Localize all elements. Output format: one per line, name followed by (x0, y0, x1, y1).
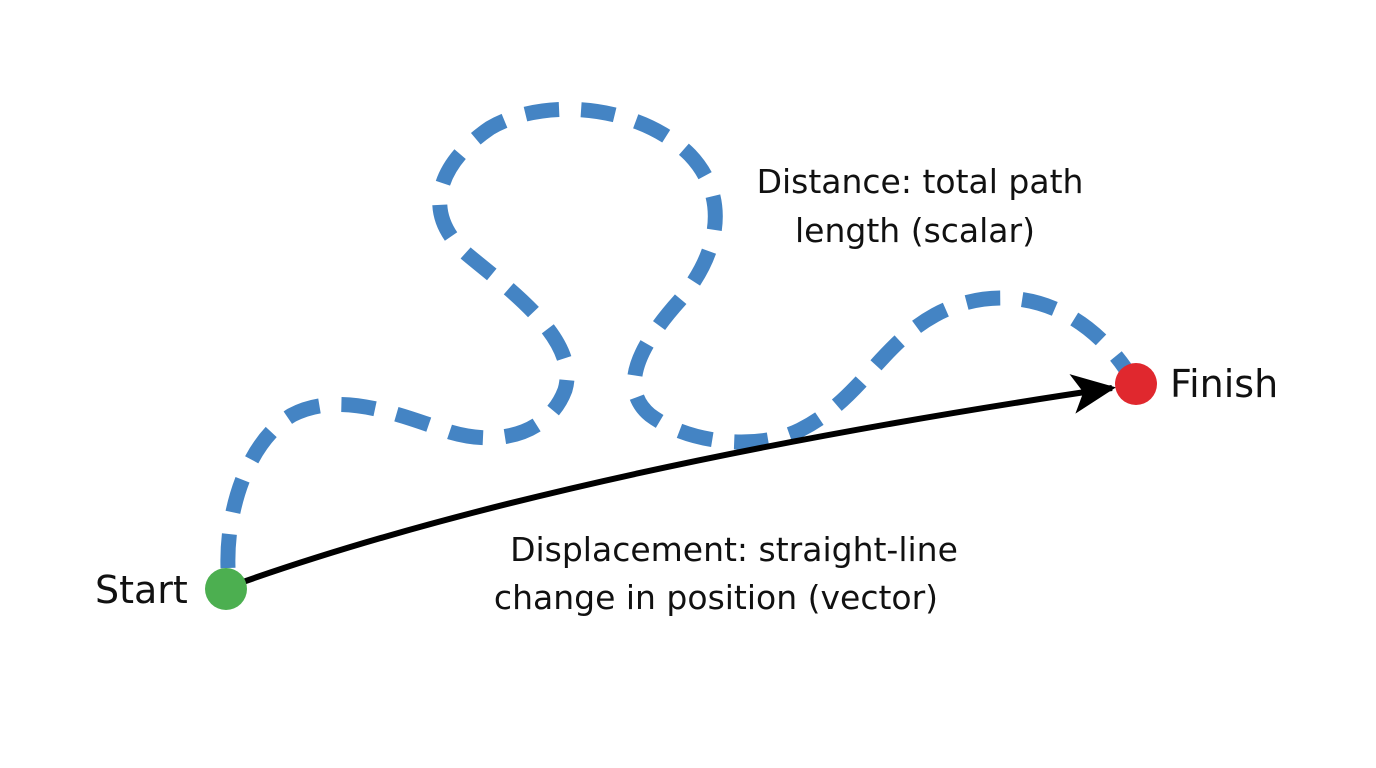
distance-path (220, 101, 1132, 569)
displacement-arrow (239, 374, 1116, 586)
displacement-caption-line-2: change in position (vector) (494, 578, 938, 617)
start-label: Start (95, 568, 188, 612)
start-point (205, 568, 247, 610)
finish-label: Finish (1170, 362, 1278, 406)
finish-point (1115, 363, 1157, 405)
distance-caption-line-1: Distance: total path (757, 162, 1084, 201)
displacement-caption-line-1: Displacement: straight-line (510, 530, 958, 569)
distance-caption-line-2: length (scalar) (795, 211, 1035, 250)
